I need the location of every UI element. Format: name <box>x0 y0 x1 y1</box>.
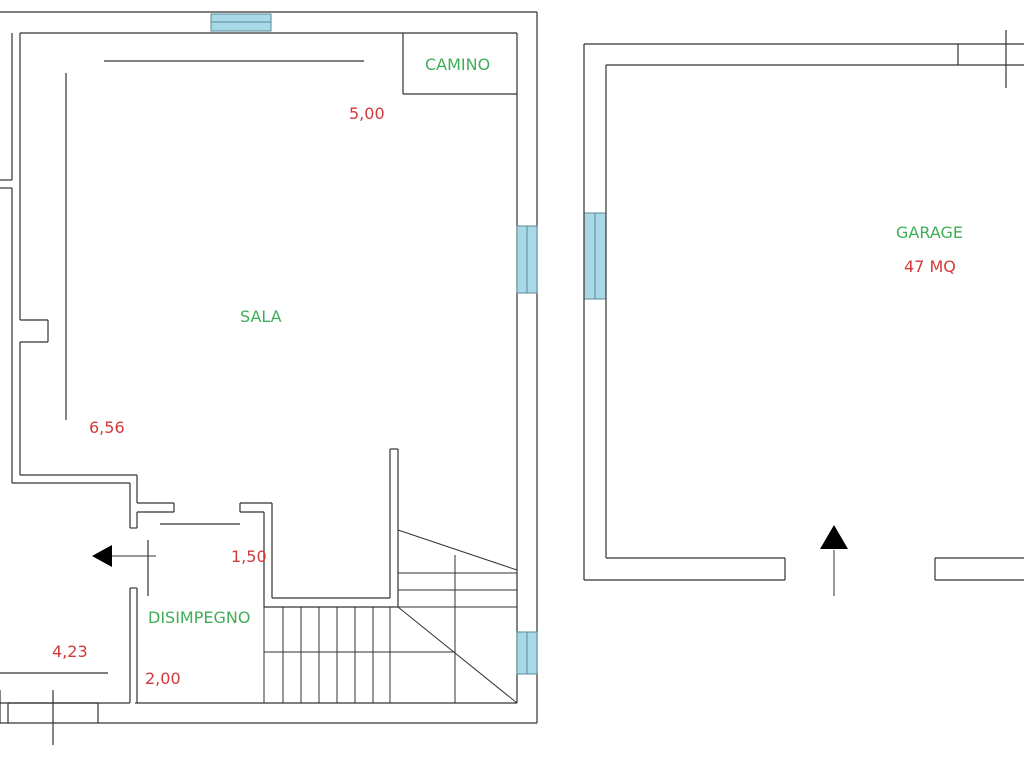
dimension-sala-depth: 6,56 <box>89 418 125 437</box>
room-label-disimpegno: DISIMPEGNO <box>148 608 250 627</box>
dimension-disimpegno-width: 1,50 <box>231 547 267 566</box>
room-label-garage: GARAGE <box>896 223 963 242</box>
house-walls <box>0 11 538 745</box>
room-label-camino: CAMINO <box>425 55 490 74</box>
dimension-sala-width: 5,00 <box>349 104 385 123</box>
room-labels: CAMINO SALA DISIMPEGNO GARAGE <box>148 55 963 627</box>
entry-arrow-garage-icon <box>820 525 848 549</box>
garage-walls <box>583 30 1024 581</box>
dimension-left-room-width: 4,23 <box>52 642 88 661</box>
windows <box>210 13 607 675</box>
dimension-disimpegno-depth: 2,00 <box>145 669 181 688</box>
entry-arrow-house-icon <box>92 545 112 567</box>
dimension-garage-area: 47 MQ <box>904 257 956 276</box>
staircase <box>263 529 518 704</box>
entry-arrows <box>92 525 848 596</box>
dimension-labels: 5,00 6,56 1,50 2,00 4,23 47 MQ <box>52 104 956 688</box>
room-label-sala: SALA <box>240 307 282 326</box>
